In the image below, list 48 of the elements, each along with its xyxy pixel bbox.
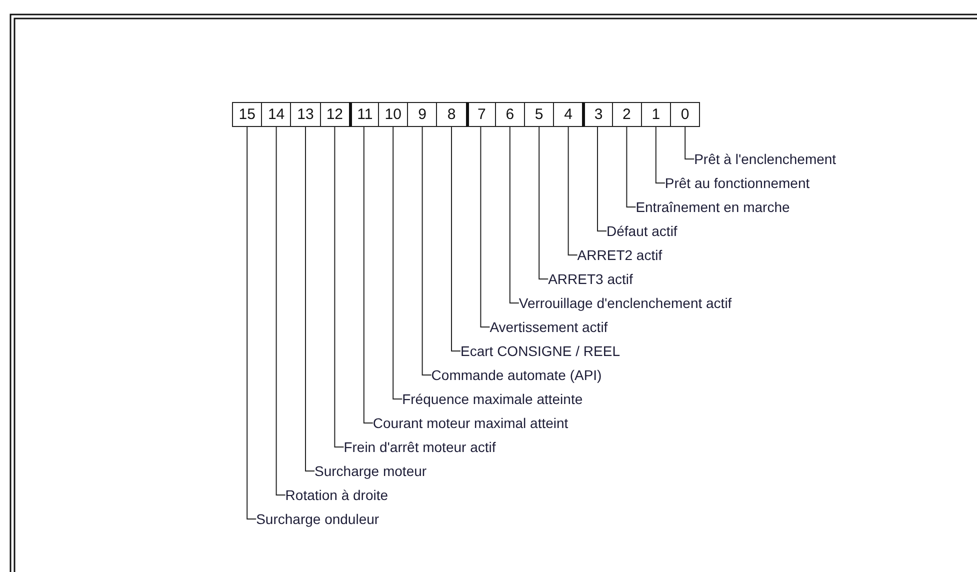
bit-description: Défaut actif [606, 223, 678, 239]
leader-line [305, 126, 315, 472]
bit-description: Courant moteur maximal atteint [372, 415, 568, 431]
bit-description: Fréquence maximale atteinte [402, 391, 583, 407]
bit-description: Ecart CONSIGNE / REEL [460, 343, 620, 359]
bit-cell: 9 [407, 102, 438, 127]
leader-line [480, 126, 490, 328]
bit-cell: 3 [582, 102, 613, 127]
leader-line [363, 126, 374, 424]
bit-description: Surcharge onduleur [256, 511, 380, 527]
bit-cell: 4 [553, 102, 584, 127]
bit-cell: 6 [494, 102, 525, 127]
bit-cell: 1 [640, 102, 671, 127]
bit-cell: 2 [612, 102, 642, 127]
leader-line [597, 126, 607, 232]
leader-line [684, 126, 695, 160]
leader-line [626, 126, 636, 208]
bit-description: Entraînement en marche [636, 199, 790, 215]
bit-description: Prêt à l'enclenchement [694, 151, 836, 167]
bit-cell: 5 [524, 102, 554, 127]
bit-description: ARRET2 actif [577, 247, 662, 263]
leader-line [276, 126, 286, 496]
leader-line [538, 126, 549, 280]
leader-line [655, 126, 666, 184]
bit-description: Commande automate (API) [431, 367, 602, 383]
bit-cell: 13 [290, 102, 321, 127]
leader-line [334, 126, 344, 448]
bit-cell: 11 [348, 102, 379, 127]
bit-cell: 8 [436, 102, 467, 127]
bit-description: Avertissement actif [490, 319, 608, 335]
bit-description: Surcharge moteur [314, 463, 427, 479]
bit-description: Frein d'arrêt moteur actif [344, 439, 496, 455]
bit-cell: 0 [670, 102, 700, 127]
leader-line [422, 126, 432, 376]
bit-cell: 15 [232, 102, 262, 127]
bit-description: Rotation à droite [285, 487, 388, 503]
leader-line [392, 126, 403, 400]
bit-cell: 14 [261, 102, 292, 127]
leader-line [509, 126, 520, 304]
bit-cell: 10 [378, 102, 408, 127]
leader-line [568, 126, 578, 256]
leader-line [451, 126, 461, 352]
bit-cell: 7 [466, 102, 496, 127]
bit-description: Verrouillage d'enclenchement actif [518, 295, 732, 311]
bit-description: ARRET3 actif [548, 271, 633, 287]
bit-cell: 12 [320, 102, 350, 127]
leader-line [246, 126, 257, 520]
bit-description: Prêt au fonctionnement [664, 175, 810, 191]
